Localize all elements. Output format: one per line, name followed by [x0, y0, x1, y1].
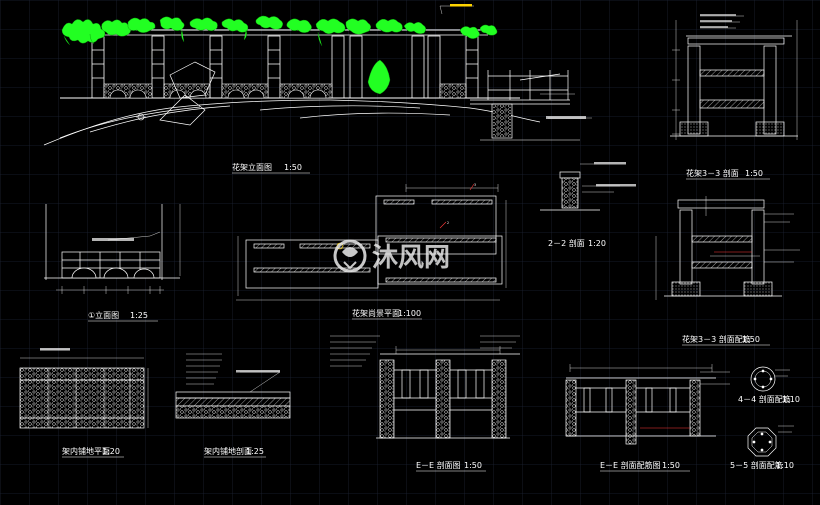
section-3-3-scale: 1:50	[745, 169, 763, 178]
section-ee-scale: 1:50	[464, 461, 482, 470]
cut-marker-2: 2	[447, 221, 449, 225]
watermark: 沐风网	[333, 239, 450, 273]
plan-drawing	[236, 183, 507, 301]
elevation-scale: 1:50	[284, 163, 302, 172]
paving-section-scale: 1:25	[246, 447, 264, 456]
section-5-5-drawing	[747, 425, 794, 457]
section-3-3-title: 花架3－3 剖面	[686, 168, 739, 178]
section-3-3-detail-title: 花架3－3 剖面配筋	[682, 334, 751, 344]
watermark-text: 沐风网	[372, 243, 450, 273]
plan-title: 花架尚景平面	[352, 308, 400, 318]
front-elevation-drawing	[44, 204, 181, 294]
section-ee-detail-title: E－E 剖面配筋图	[600, 460, 661, 470]
plan-scale: 1:100	[398, 309, 421, 318]
section-3-3-detail-scale: 1:50	[742, 335, 760, 344]
section-2-2-scale: 1:20	[588, 239, 606, 248]
section-2-2-drawing	[540, 162, 636, 211]
elevation-drawing: 花架立面图 1:50	[43, 4, 592, 174]
section-4-4-drawing	[750, 366, 790, 392]
section-ee-detail-scale: 1:50	[662, 461, 680, 470]
paving-plan-drawing	[19, 348, 149, 429]
cut-marker-3: 3	[474, 183, 476, 187]
section-4-4-scale: 1:10	[782, 395, 800, 404]
section-ee-detail-drawing	[565, 364, 730, 445]
paving-plan-title: 架内铺地平面	[62, 446, 110, 456]
section-3-3-drawing	[670, 14, 798, 140]
paving-section-title: 架内铺地剖面	[204, 446, 252, 456]
section-3-3-detail-drawing	[655, 196, 800, 300]
section-5-5-title: 5－5 剖面配筋	[730, 460, 783, 470]
section-5-5-scale: 1:10	[776, 461, 794, 470]
elevation-title: 花架立面图	[232, 162, 272, 172]
section-ee-title: E－E 剖面图	[416, 460, 461, 470]
section-2-2-title: 2－2 剖面	[548, 238, 585, 248]
front-elevation-scale: 1:25	[130, 311, 148, 320]
front-elevation-title: ①立面图	[88, 310, 119, 320]
mufeng-logo-icon	[333, 239, 367, 273]
section-4-4-title: 4－4 剖面配筋	[738, 394, 791, 404]
section-ee-drawing	[330, 335, 520, 439]
paving-plan-scale: 1:20	[102, 447, 120, 456]
paving-section-drawing	[175, 353, 291, 419]
